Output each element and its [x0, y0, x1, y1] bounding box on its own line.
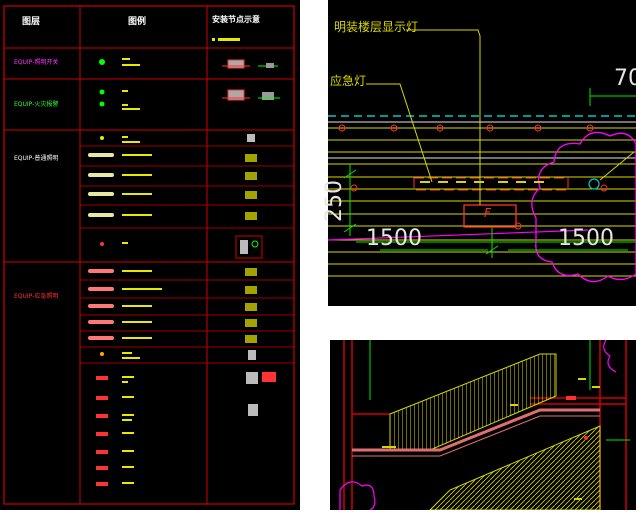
stair-section-panel: [330, 339, 636, 513]
header-layer: 图层: [22, 17, 41, 27]
red-accent-marks: [566, 396, 588, 440]
dim-text-left: 1500: [366, 226, 422, 251]
group1-symbols: [99, 58, 278, 69]
fixture-segments: [420, 181, 544, 183]
emergency-light-fixture: [413, 177, 569, 191]
callout-floor-indicator: 明装楼层显示灯: [334, 20, 419, 34]
layer-name-emergency-lighting: EQUIP-应急照明: [14, 293, 59, 300]
group4-symbols: [88, 268, 257, 360]
layer-name-fire-alarm: EQUIP-火灾报警: [14, 101, 59, 108]
group3-symbols: [88, 134, 263, 259]
dim-text-right: 1500: [558, 226, 614, 251]
leader-emergency-light: [366, 83, 433, 183]
leader-floor-indicator: [406, 29, 481, 205]
green-detail-lines: [369, 340, 630, 441]
dim-text-vertical: 250: [322, 180, 347, 222]
plan-detail-drawing: [327, 29, 636, 283]
floor-indicator-box: [463, 204, 517, 228]
red-marker-circles: [338, 124, 608, 230]
stair-section-drawing: [339, 339, 630, 513]
header-install-node: 安装节点示意: [212, 15, 260, 24]
legend-table-drawing: [3, 5, 295, 505]
header-symbol: 图例: [128, 17, 147, 27]
dimension-lines: [343, 88, 636, 258]
callout-emergency-light: 应急灯: [330, 74, 367, 88]
white-lines: [328, 121, 636, 159]
stair-revision-cloud: [339, 481, 376, 513]
yellow-lines: [328, 127, 636, 277]
group4-extra-symbols: [96, 372, 276, 486]
revision-cloud: [531, 131, 636, 283]
layer-name-switch: EQUIP-照明开关: [14, 59, 59, 66]
magenta-diagonal: [327, 229, 589, 241]
annotation-marks: [382, 378, 600, 500]
cyan-device: [588, 178, 600, 190]
minor-rows: [80, 145, 294, 364]
legend-table-panel: 图层 图例 安装节点示意 EQUIP-照明开关 EQUIP-火灾报警 EQUIP…: [0, 0, 300, 510]
floor-indicator-tag: F: [484, 206, 491, 220]
plan-detail-panel: 明装楼层显示灯 应急灯 70 250 1500 1500 F: [322, 0, 636, 306]
group2-symbols: [99, 89, 280, 110]
header-legend-bar: [218, 38, 240, 41]
dim-text-top: 70: [614, 66, 636, 91]
table-frame: [3, 5, 295, 505]
landing-slab: [352, 408, 600, 452]
layer-name-normal-lighting: EQUIP-普通照明: [14, 155, 59, 162]
